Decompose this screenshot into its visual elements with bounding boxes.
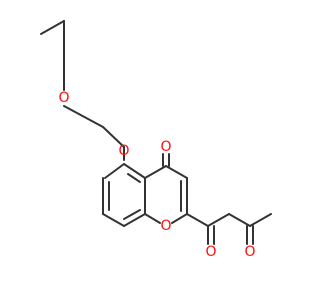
oxygen-atom: O: [160, 139, 171, 155]
bond-double-inner: [123, 209, 141, 220]
bond: [228, 213, 251, 227]
bond: [186, 213, 209, 227]
bond: [102, 213, 125, 227]
oxygen-atom: O: [118, 143, 129, 159]
molecule-diagram: O O O O O O: [40, 20, 272, 260]
bond: [104, 163, 125, 179]
bond: [102, 126, 125, 148]
bond: [123, 213, 146, 227]
bond: [40, 20, 65, 35]
atom-labels: O O O O O O: [58, 90, 255, 260]
oxygen-atom: O: [244, 244, 255, 260]
oxygen-atom: O: [58, 90, 69, 106]
oxygen-atom: O: [205, 244, 216, 260]
bonds: [40, 20, 272, 245]
bond: [63, 105, 104, 128]
bond: [171, 213, 188, 224]
bond: [249, 213, 272, 227]
bond: [207, 213, 230, 227]
bond-double-inner: [127, 173, 141, 183]
bond: [144, 213, 161, 224]
bond: [144, 165, 167, 179]
oxygen-atom: O: [160, 218, 171, 234]
bond: [123, 163, 146, 179]
bond: [165, 165, 188, 179]
